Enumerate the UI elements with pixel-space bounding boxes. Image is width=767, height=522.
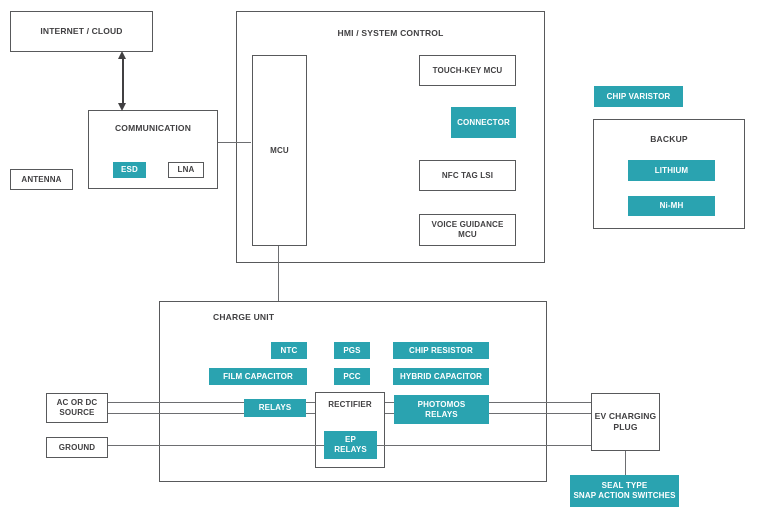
ni-mh-chip: Ni-MH: [628, 196, 715, 216]
communication-title: COMMUNICATION: [114, 123, 192, 133]
ev-charging-plug-node: EV CHARGING PLUG: [591, 393, 660, 451]
mcu-to-charge-unit-line: [278, 245, 279, 301]
voice-guidance-mcu-node: VOICE GUIDANCE MCU: [419, 214, 516, 246]
backup-title: BACKUP: [650, 134, 688, 144]
relays-chip: RELAYS: [244, 399, 306, 417]
esd-chip: ESD: [113, 162, 146, 178]
lna-chip: LNA: [168, 162, 204, 178]
bidirectional-arrow-icon: [122, 57, 124, 105]
ntc-chip: NTC: [271, 342, 307, 359]
ep-relays-chip: EP RELAYS: [324, 431, 377, 459]
backup-node: BACKUP LITHIUM Ni-MH: [593, 119, 745, 229]
photomos-relays-chip: PHOTOMOS RELAYS: [394, 395, 489, 424]
arrow-down-icon: [118, 103, 126, 111]
film-capacitor-chip: FILM CAPACITOR: [209, 368, 307, 385]
ground-node: GROUND: [46, 437, 108, 458]
ac-or-dc-source-node: AC OR DC SOURCE: [46, 393, 108, 423]
internet-cloud-node: INTERNET / CLOUD: [10, 11, 153, 52]
charge-unit-node: CHARGE UNIT NTC PGS CHIP RESISTOR FILM C…: [159, 301, 547, 482]
touch-key-mcu-node: TOUCH-KEY MCU: [419, 55, 516, 86]
plug-to-seal-switch-line: [625, 451, 626, 475]
pcc-chip: PCC: [334, 368, 370, 385]
lithium-chip: LITHIUM: [628, 160, 715, 181]
communication-node: COMMUNICATION ESD LNA: [88, 110, 218, 189]
connector-chip: CONNECTOR: [451, 107, 516, 138]
communication-to-mcu-line: [218, 142, 251, 143]
charge-unit-title: CHARGE UNIT: [213, 312, 275, 322]
hmi-title: HMI / SYSTEM CONTROL: [337, 28, 444, 38]
hmi-system-control-node: HMI / SYSTEM CONTROL MCU TOUCH-KEY MCU C…: [236, 11, 545, 263]
seal-type-snap-action-switches-chip: SEAL TYPE SNAP ACTION SWITCHES: [570, 475, 679, 507]
hybrid-capacitor-chip: HYBRID CAPACITOR: [393, 368, 489, 385]
arrow-up-icon: [118, 51, 126, 59]
nfc-tag-lsi-node: NFC TAG LSI: [419, 160, 516, 191]
antenna-node: ANTENNA: [10, 169, 73, 190]
chip-resistor-chip: CHIP RESISTOR: [393, 342, 489, 359]
chip-varistor-chip: CHIP VARISTOR: [594, 86, 683, 107]
mcu-node: MCU: [252, 55, 307, 246]
pgs-chip: PGS: [334, 342, 370, 359]
